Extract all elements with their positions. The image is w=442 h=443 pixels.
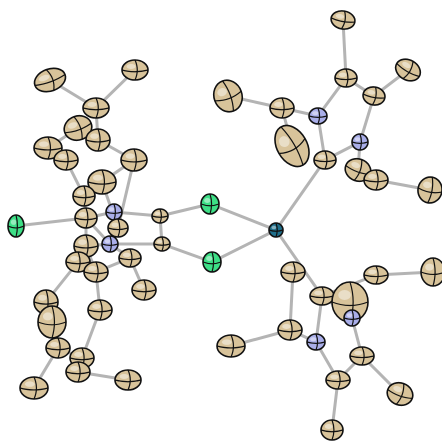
carbon-atom xyxy=(87,169,117,195)
carbon-atom xyxy=(53,149,79,171)
carbon-atom xyxy=(107,218,129,238)
carbon-atom xyxy=(269,97,295,119)
carbon-atom xyxy=(216,334,246,358)
metal-atom xyxy=(268,222,284,238)
carbon-atom xyxy=(386,381,414,407)
carbon-atom xyxy=(85,128,111,152)
carbon-atom xyxy=(212,79,244,113)
atom-layer xyxy=(7,10,442,441)
chlorine-atom xyxy=(202,251,222,273)
carbon-atom xyxy=(82,97,110,119)
nitrogen-atom xyxy=(306,333,326,351)
nitrogen-atom xyxy=(343,309,361,327)
nitrogen-atom xyxy=(105,203,123,221)
carbon-atom xyxy=(74,207,98,229)
carbon-atom xyxy=(37,305,67,339)
carbon-atom xyxy=(19,376,49,400)
carbon-atom xyxy=(309,286,335,306)
carbon-atom xyxy=(63,114,93,142)
nitrogen-atom xyxy=(308,107,328,125)
carbon-atom xyxy=(114,369,142,391)
bond-line xyxy=(274,158,327,232)
nitrogen-atom xyxy=(101,235,119,253)
carbon-atom xyxy=(83,261,109,283)
chlorine-atom xyxy=(200,193,220,215)
carbon-atom xyxy=(320,419,344,441)
carbon-atom xyxy=(362,86,386,106)
carbon-atom xyxy=(313,150,337,170)
carbon-atom xyxy=(65,251,91,273)
carbon-atom xyxy=(363,169,389,191)
carbon-atom xyxy=(151,208,169,224)
chlorine-atom xyxy=(7,214,25,238)
carbon-atom xyxy=(65,361,91,383)
carbon-atom xyxy=(33,136,63,160)
carbon-atom xyxy=(277,319,303,341)
carbon-atom xyxy=(325,370,351,390)
carbon-atom xyxy=(349,346,375,366)
carbon-atom xyxy=(121,59,149,81)
bond-line xyxy=(208,202,278,232)
carbon-atom xyxy=(120,148,148,172)
carbon-atom xyxy=(131,279,157,301)
carbon-atom xyxy=(417,176,442,204)
bond-line xyxy=(210,228,278,264)
carbon-atom xyxy=(394,58,422,82)
carbon-atom xyxy=(363,265,389,285)
carbon-atom xyxy=(45,337,71,359)
carbon-atom xyxy=(87,299,113,321)
carbon-atom xyxy=(118,248,142,268)
carbon-atom xyxy=(280,261,306,283)
nitrogen-atom xyxy=(351,133,369,151)
carbon-atom xyxy=(334,68,358,88)
carbon-atom xyxy=(72,185,96,207)
carbon-atom xyxy=(153,236,171,252)
carbon-atom xyxy=(420,257,442,287)
carbon-atom xyxy=(33,67,67,93)
carbon-atom xyxy=(330,10,356,30)
carbon-atom xyxy=(274,124,310,168)
